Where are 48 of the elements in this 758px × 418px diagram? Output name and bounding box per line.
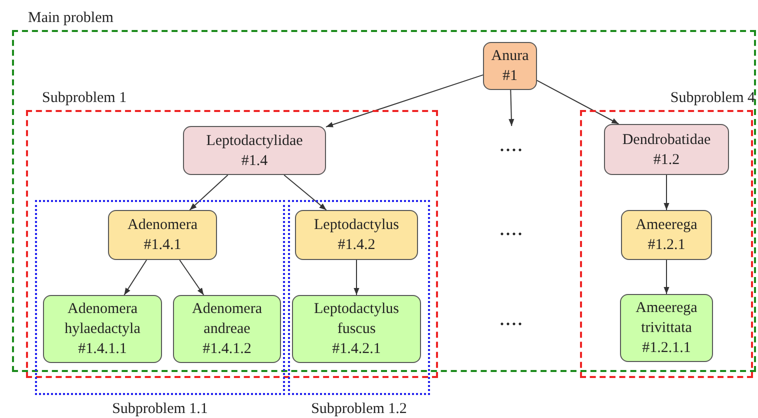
taxon-box <box>292 295 421 363</box>
taxon-id: #1.4.1.1 <box>77 340 128 359</box>
taxon-id: #1.4 <box>240 152 269 170</box>
taxon-box <box>173 295 281 363</box>
taxon-name: Anura <box>490 47 530 66</box>
taxon-id: #1.4.1 <box>142 236 182 255</box>
region-label: Main problem <box>28 9 114 28</box>
taxon-box <box>604 124 729 175</box>
taxon-box <box>483 42 537 90</box>
region-label: Subproblem 1.2 <box>310 400 408 418</box>
arrow <box>354 260 360 296</box>
region-label: Subproblem 1 <box>42 89 127 108</box>
taxon-id: #1.4.2 <box>336 236 376 255</box>
taxon-name: Adenomera hylaedactyla <box>64 300 142 339</box>
taxon-name: Ameerega <box>634 216 698 235</box>
taxon-box <box>43 295 162 363</box>
taxon-name: Leptodactylus <box>313 216 400 235</box>
taxon-box <box>621 210 712 260</box>
region-label: Subproblem 1.1 <box>111 400 209 418</box>
arrow <box>326 74 484 128</box>
taxon-name: Dendrobatidae <box>621 130 712 150</box>
region-label: Subproblem 4 <box>670 89 755 108</box>
taxon-id: #1.2 <box>652 150 681 170</box>
taxon-name: Leptodactylidae <box>205 132 304 150</box>
arrow <box>284 174 327 210</box>
arrow <box>664 174 670 210</box>
taxon-box <box>108 210 217 260</box>
taxon-name: Leptodactylus fuscus <box>313 300 400 339</box>
taxon-box <box>620 294 713 362</box>
ellipsis-text: .... <box>499 312 525 330</box>
arrow <box>508 90 514 126</box>
taxon-id: #1.2.1 <box>646 236 686 255</box>
taxon-name: Adenomera andreae <box>191 300 263 339</box>
taxon-box <box>183 126 326 175</box>
arrow <box>189 174 228 210</box>
taxon-name: Adenomera <box>126 216 198 235</box>
taxon-id: #1.2.1.1 <box>641 339 692 358</box>
arrow <box>664 260 670 294</box>
ellipsis-text: .... <box>500 138 524 156</box>
taxon-box <box>295 210 418 260</box>
taxon-id: #1 <box>502 67 518 86</box>
arrow <box>536 80 620 124</box>
taxon-name: Ameerega trivittata <box>634 299 698 338</box>
taxon-id: #1.4.2.1 <box>331 340 382 359</box>
arrow <box>124 260 148 296</box>
taxon-id: #1.4.1.2 <box>202 340 252 359</box>
arrow <box>179 260 204 296</box>
ellipsis-text: .... <box>499 222 525 240</box>
